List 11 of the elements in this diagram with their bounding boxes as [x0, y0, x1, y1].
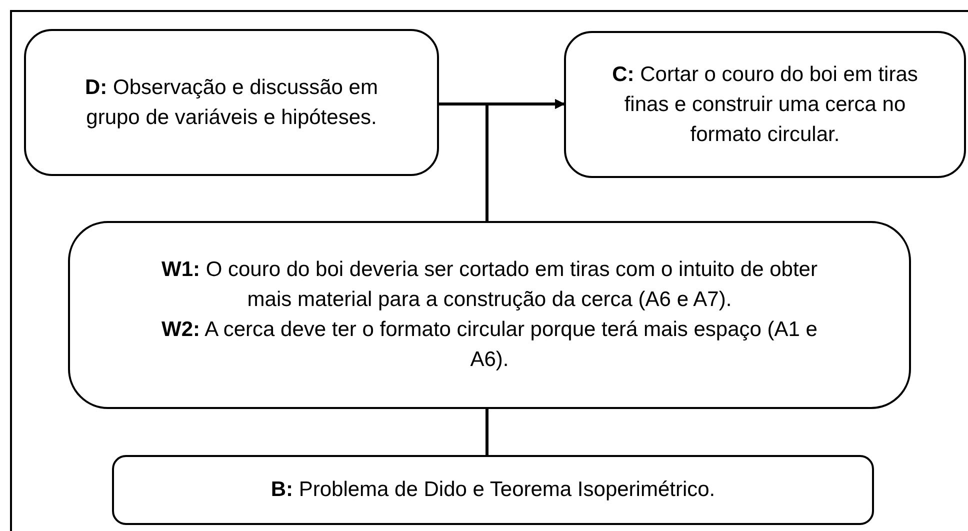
data-box	[24, 29, 439, 176]
arrow	[486, 99, 565, 221]
box-text: D: Observação e discussão em grupo de variáveis e hipóteses.	[84, 74, 379, 130]
box-text: B: Problema de Dido e Teorema Isoperimétrico.	[270, 477, 716, 503]
box-text: W2: A cerca deve ter o formato circular porque terá mais espaço (A1 e A6).	[160, 317, 818, 373]
box-text: C: Cortar o couro do boi em tiras finas e construir uma cerca no formato circular.	[611, 62, 919, 148]
claim-box	[564, 31, 966, 178]
connector-line	[486, 409, 488, 455]
box-text: W1: O couro do boi deveria ser cortado em tiras com o intuito de obter mais material para a construção da cerca (A6 e A7).	[160, 257, 818, 313]
warrant-box	[68, 221, 911, 409]
backing-box	[112, 455, 874, 525]
